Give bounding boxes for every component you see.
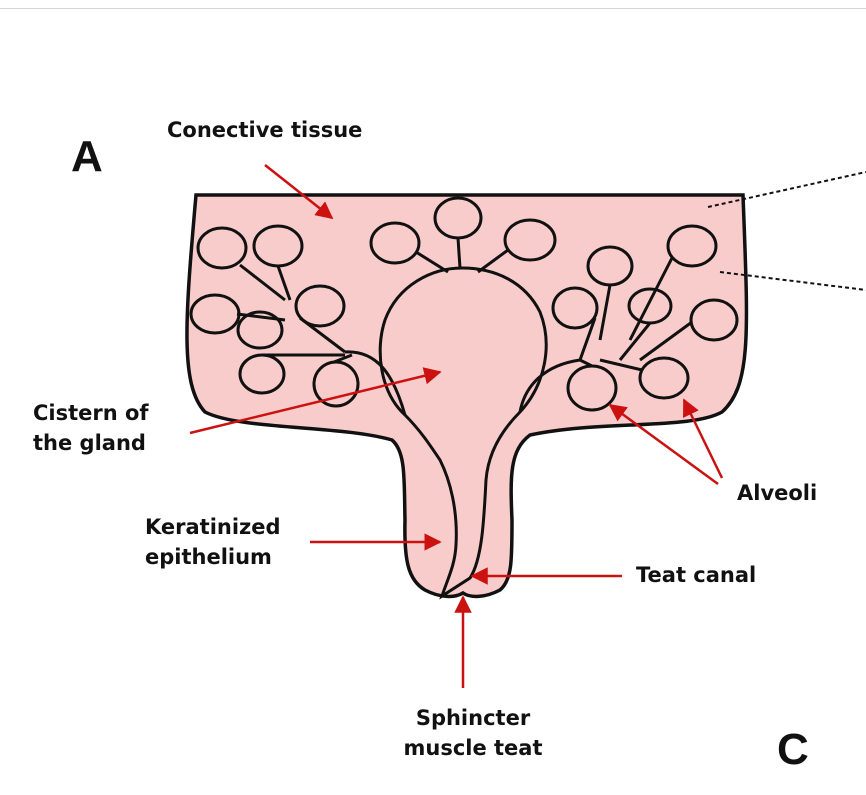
label-sphincter-line1: Sphincter: [388, 703, 558, 733]
label-sphincter: Sphincter muscle teat: [388, 703, 558, 763]
label-teat-canal: Teat canal: [636, 560, 756, 590]
label-cistern: Cistern of the gland: [33, 398, 183, 458]
label-cistern-line1: Cistern of: [33, 398, 183, 428]
label-alveoli: Alveoli: [737, 478, 817, 508]
label-sphincter-line2: muscle teat: [388, 733, 558, 763]
panel-label-a: A: [71, 135, 103, 179]
panel-label-c: C: [777, 728, 809, 772]
label-connective-tissue: Conective tissue: [167, 115, 362, 145]
label-keratinized-line1: Keratinized: [145, 512, 305, 542]
label-cistern-line2: the gland: [33, 428, 183, 458]
label-keratinized-line2: epithelium: [145, 542, 305, 572]
label-keratinized: Keratinized epithelium: [145, 512, 305, 572]
